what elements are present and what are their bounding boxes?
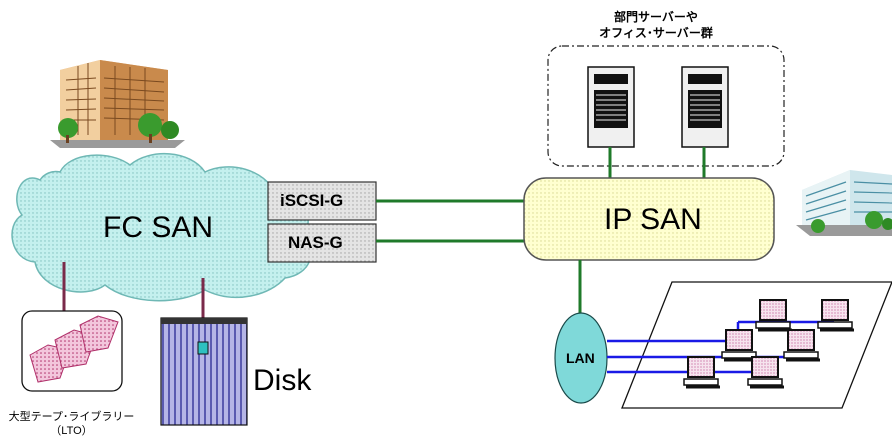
office-building-icon xyxy=(50,60,185,148)
server-group-boundary xyxy=(547,45,785,167)
pc-icon xyxy=(755,299,792,332)
disk-array-icon xyxy=(160,317,248,426)
server-1-icon xyxy=(587,66,635,148)
server-group-title-line1: 部門サーバーや xyxy=(614,10,698,24)
ip-san-box xyxy=(523,177,775,261)
pc-icon xyxy=(721,329,758,362)
pc-icon xyxy=(817,299,854,332)
server-group-title: 部門サーバーや オフィス･サーバー群 xyxy=(560,9,752,41)
office-building-2-icon xyxy=(796,170,892,236)
tape-library-icon xyxy=(21,310,123,392)
fc-san-label: FC SAN xyxy=(103,211,214,244)
nas-gateway-box xyxy=(267,223,377,263)
pc-icon xyxy=(747,356,784,389)
fc-san-cloud xyxy=(11,153,312,302)
ip-san-label: IP SAN xyxy=(604,203,702,236)
lan-floor xyxy=(621,281,892,409)
pc-icon xyxy=(683,356,720,389)
server-group-title-line2: オフィス･サーバー群 xyxy=(599,26,713,40)
pc-icon xyxy=(783,329,820,362)
disk-label: Disk xyxy=(253,364,312,397)
nas-gateway-label: NAS-G xyxy=(288,233,343,252)
server-2-icon xyxy=(681,66,729,148)
lan-label: LAN xyxy=(566,350,595,366)
tape-library-label-line1: 大型テープ･ライブラリー xyxy=(8,411,135,423)
iscsi-gateway-label: iSCSI-G xyxy=(280,191,344,210)
tape-library-label-line2: （LTO） xyxy=(50,425,93,437)
tape-library-label: 大型テープ･ライブラリー （LTO） xyxy=(4,410,139,438)
